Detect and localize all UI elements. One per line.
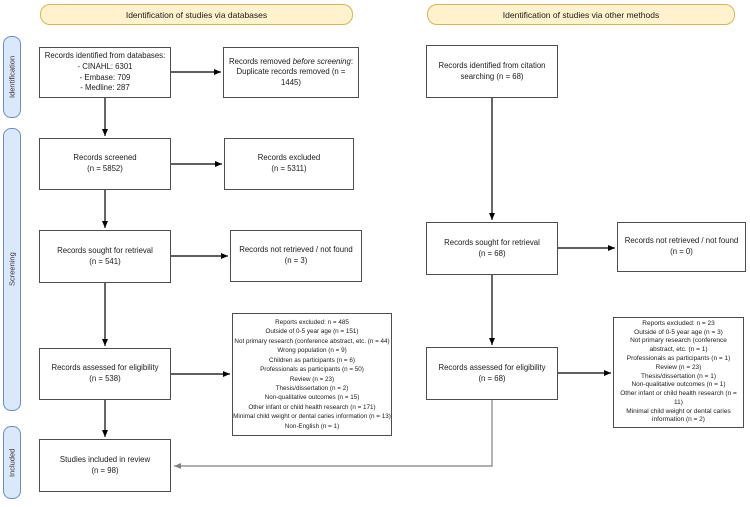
records-not-retrieved-box: Records not retrieved / not found (n = 3… [230, 230, 362, 282]
records-removed-prefix: Records removed [229, 56, 293, 66]
records-screened-box: Records screened (n = 5852) [39, 138, 171, 190]
records-sought-retrieval-box: Records sought for retrieval (n = 541) [39, 230, 171, 283]
records-assessed-eligibility-box: Records assessed for eligibility (n = 53… [39, 348, 171, 400]
header-databases: Identification of studies via databases [40, 4, 353, 25]
reports-excluded-right-box: Reports excluded: n = 23 Outside of 0-5 … [613, 317, 744, 428]
records-identified-citation-box: Records identified from citation searchi… [426, 45, 558, 98]
records-removed-before-screening-box: Records removed before screening: Duplic… [223, 47, 359, 98]
records-removed-text: Records removed before screening: Duplic… [226, 57, 356, 89]
records-not-retrieved-right-box: Records not retrieved / not found (n = 0… [617, 222, 746, 272]
header-other-methods: Identification of studies via other meth… [427, 4, 735, 25]
records-identified-databases-box: Records identified from databases: - CIN… [39, 47, 171, 98]
records-removed-rest: : Duplicate records removed (n = 1445) [236, 56, 353, 87]
records-sought-retrieval-right-box: Records sought for retrieval (n = 68) [426, 222, 558, 275]
records-removed-italic: before screening [292, 56, 351, 66]
sidebar-included: Included [3, 426, 21, 499]
sidebar-screening: Screening [3, 128, 21, 411]
studies-included-review-box: Studies included in review (n = 98) [39, 439, 171, 492]
sidebar-identification: Identification [3, 36, 21, 118]
records-assessed-eligibility-right-box: Records assessed for eligibility (n = 68… [426, 347, 558, 400]
records-excluded-box: Records excluded (n = 5311) [224, 138, 354, 190]
reports-excluded-box: Reports excluded: n = 485 Outside of 0-5… [232, 313, 392, 436]
